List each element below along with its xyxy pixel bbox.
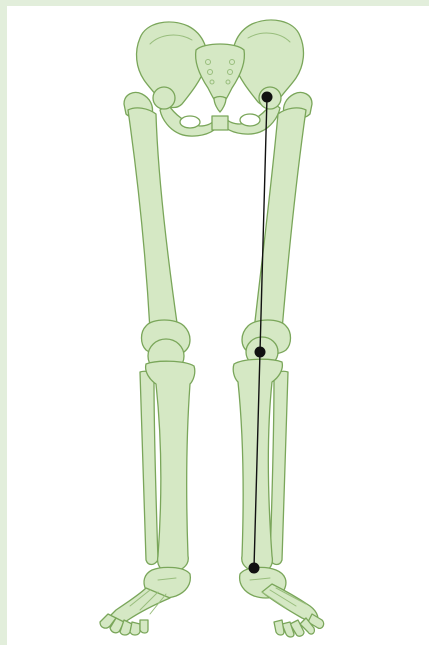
ankle-joint-center-marker bbox=[249, 563, 260, 574]
hip-joint-center-marker bbox=[262, 92, 273, 103]
left-femoral-head bbox=[153, 87, 175, 109]
right-toe-bones bbox=[274, 614, 324, 637]
coccyx bbox=[214, 97, 226, 113]
pubic-symphysis bbox=[212, 116, 228, 130]
right-obturator-foramen bbox=[240, 114, 260, 126]
knee-joint-center-marker bbox=[255, 347, 266, 358]
left-obturator-foramen bbox=[180, 116, 200, 128]
right-fibula bbox=[270, 371, 288, 564]
left-fibula bbox=[140, 371, 158, 564]
left-foot bbox=[100, 567, 190, 635]
right-foot bbox=[240, 567, 324, 637]
left-femur-shaft bbox=[128, 108, 178, 333]
left-lower-leg bbox=[140, 361, 195, 572]
right-lower-leg bbox=[233, 359, 288, 572]
